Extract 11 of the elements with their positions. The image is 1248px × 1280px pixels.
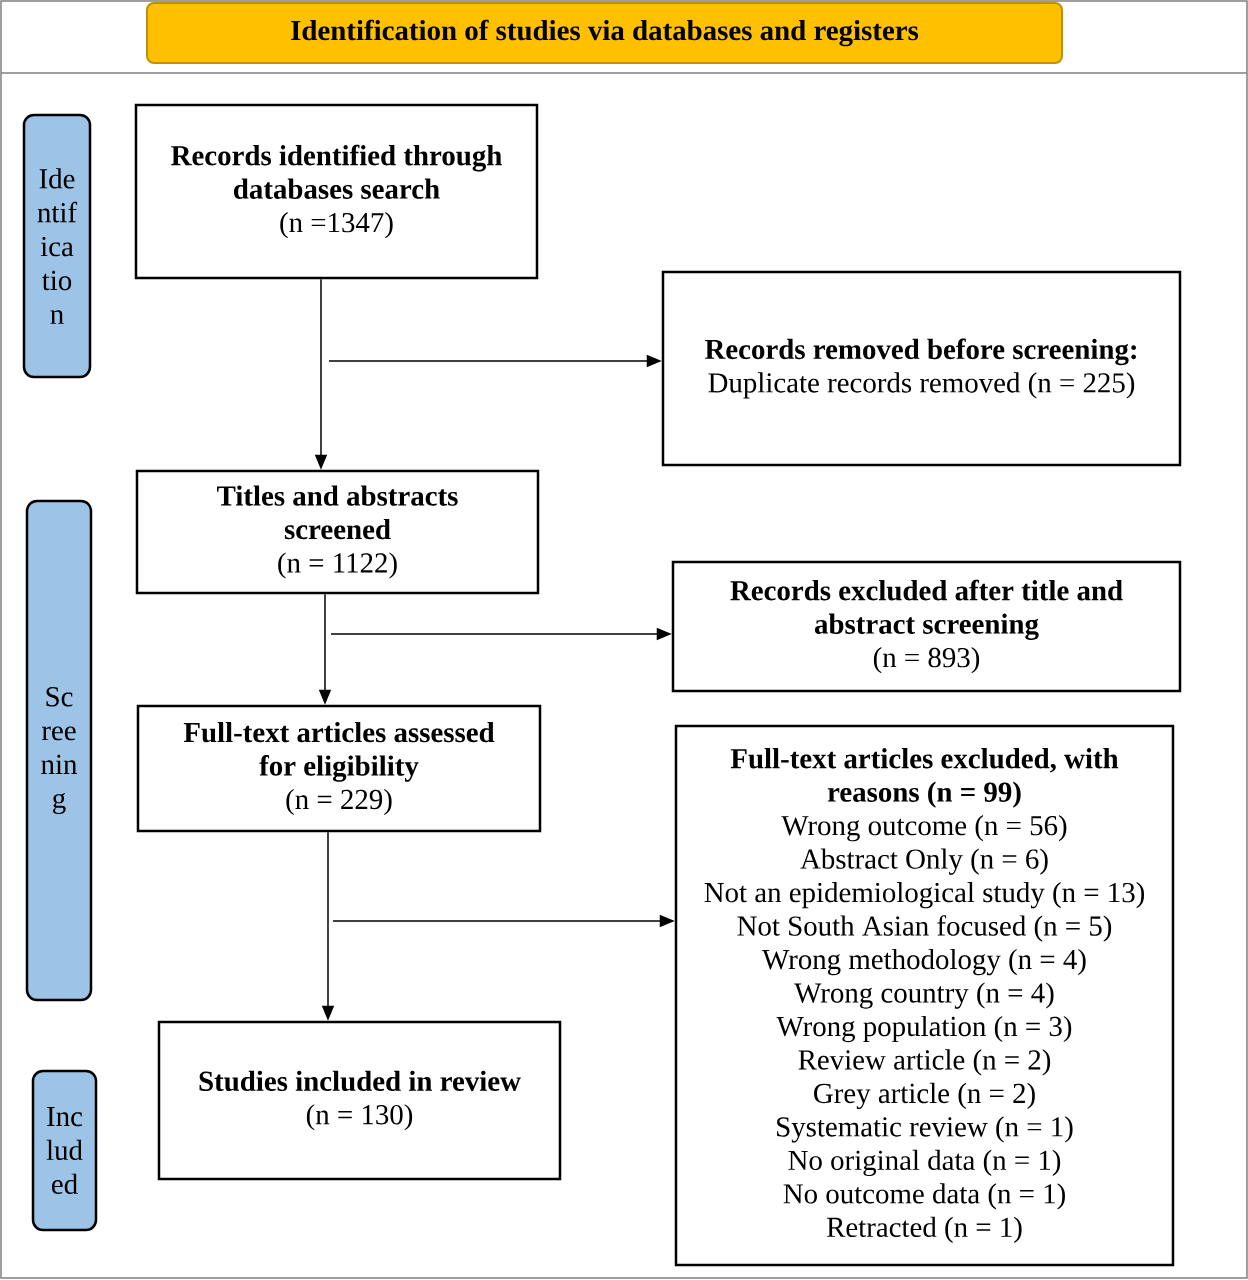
stage-label: Sc ree nin g xyxy=(25,499,93,1002)
stage-label: Ide ntif ica tio n xyxy=(22,113,92,379)
process-box: Records excluded after title and abstract screening (n = 893) xyxy=(671,560,1182,693)
process-box: Records identified through databases search (n =1347) xyxy=(134,103,539,280)
process-box: Full-text articles assessed for eligibility (n = 229) xyxy=(136,704,542,833)
title-banner: Identification of studies via databases and registers xyxy=(146,2,1063,64)
process-box: Records removed before screening: Duplicate records removed (n = 225) xyxy=(661,270,1182,467)
process-box: Studies included in review (n = 130) xyxy=(157,1020,562,1181)
process-box: Titles and abstracts screened (n = 1122) xyxy=(135,469,540,595)
process-box: Full-text articles excluded, with reasons (n = 99) Wrong outcome (n = 56) Abstract Only (n = 6) Not an epidemiological study (n = 13) Not South Asian focused (n = 5) Wrong methodology (n = 4) Wrong country (n = 4) Wrong population (n = 3) Review article (n = 2) Grey article (n = 2) Systematic review (n = 1) No original data (n = 1) No outcome data (n = 1) Retracted (n = 1) xyxy=(674,724,1175,1267)
stage-label: Inc lud ed xyxy=(31,1069,98,1232)
